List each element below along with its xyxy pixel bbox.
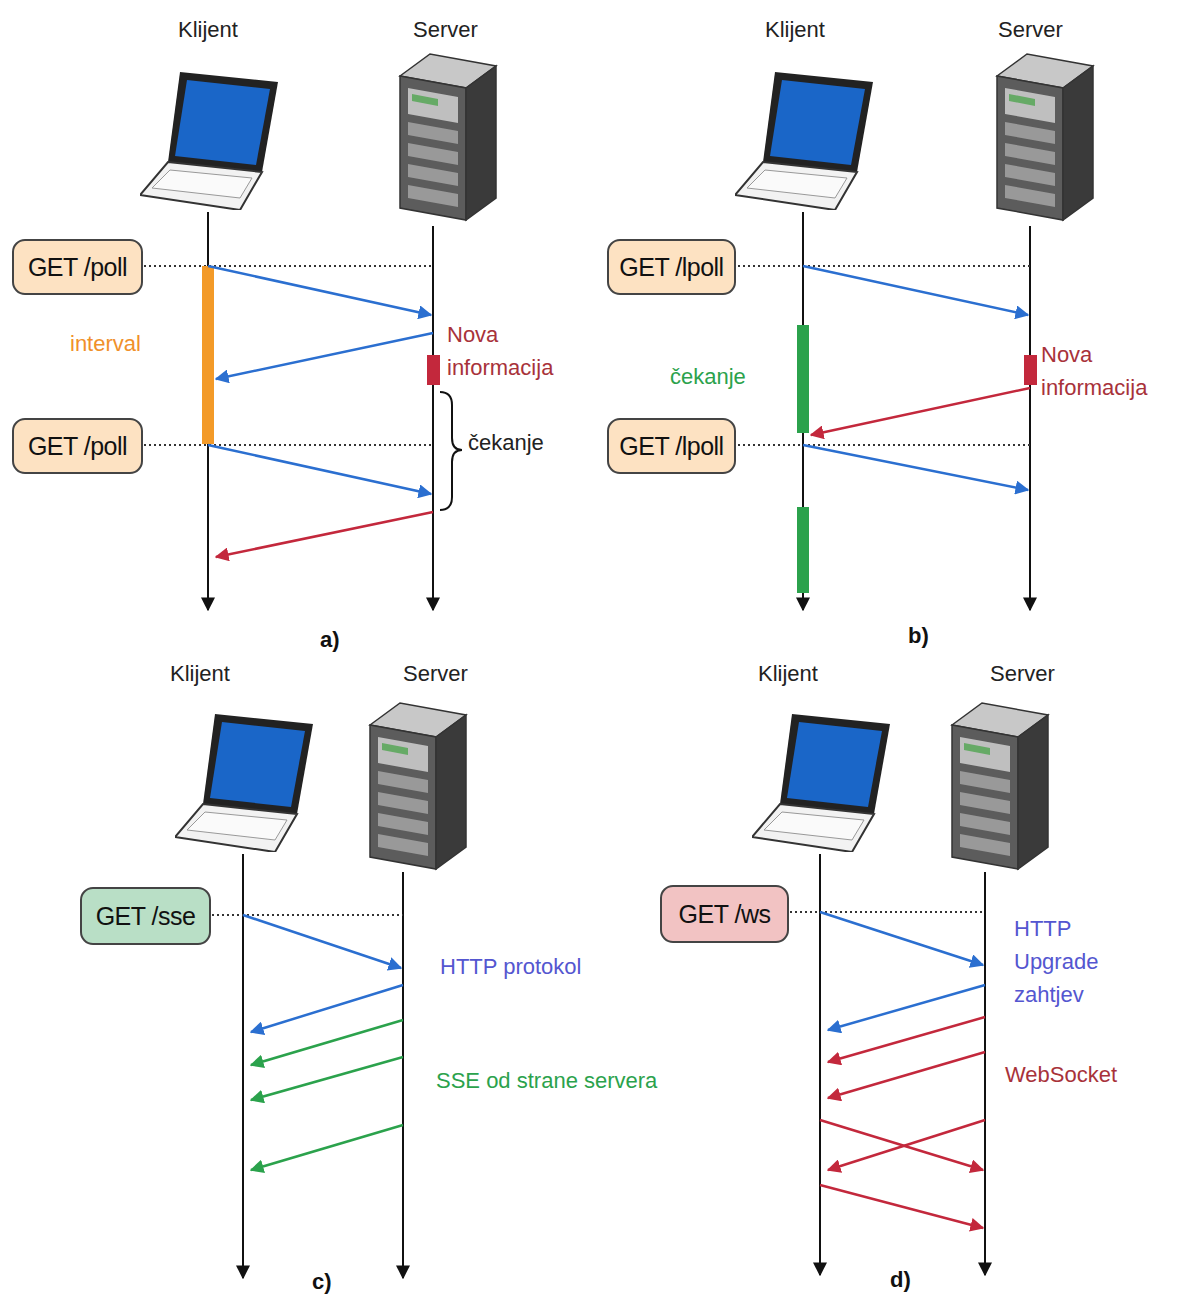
request-box: GET /sse <box>80 887 211 945</box>
request-text: GET /lpoll <box>619 432 723 461</box>
annotation: čekanje <box>468 429 544 458</box>
annotation: HTTP protokol <box>440 953 581 982</box>
actor-label: Server <box>413 16 478 45</box>
request-text: GET /ws <box>679 900 771 929</box>
request-box: GET /poll <box>12 418 143 474</box>
annotation: Nova informacija <box>447 318 597 384</box>
panel-label: c) <box>312 1268 332 1295</box>
annotation: WebSocket <box>1005 1061 1117 1090</box>
actor-label: Klijent <box>178 16 238 45</box>
request-box: GET /poll <box>12 239 143 295</box>
request-box: GET /lpoll <box>607 418 736 474</box>
request-text: GET /poll <box>28 253 127 282</box>
actor-label: Server <box>990 660 1055 689</box>
panel-label: a) <box>320 626 340 655</box>
request-text: GET /lpoll <box>619 253 723 282</box>
request-box: GET /ws <box>660 885 789 943</box>
annotation: SSE od strane servera <box>436 1067 657 1096</box>
annotation: HTTP Upgrade zahtjev <box>1014 912 1126 1011</box>
request-text: GET /poll <box>28 432 127 461</box>
actor-label: Klijent <box>170 660 230 689</box>
actor-label: Server <box>998 16 1063 45</box>
annotation: čekanje <box>670 363 746 392</box>
request-box: GET /lpoll <box>607 239 736 295</box>
panel-label: d) <box>890 1266 911 1295</box>
panel-label: b) <box>908 622 929 651</box>
actor-label: Klijent <box>758 660 818 689</box>
actor-label: Klijent <box>765 16 825 45</box>
request-text: GET /sse <box>96 902 196 931</box>
actor-label: Server <box>403 660 468 689</box>
annotation: interval <box>70 330 141 359</box>
annotation: Nova informacija <box>1041 338 1181 404</box>
